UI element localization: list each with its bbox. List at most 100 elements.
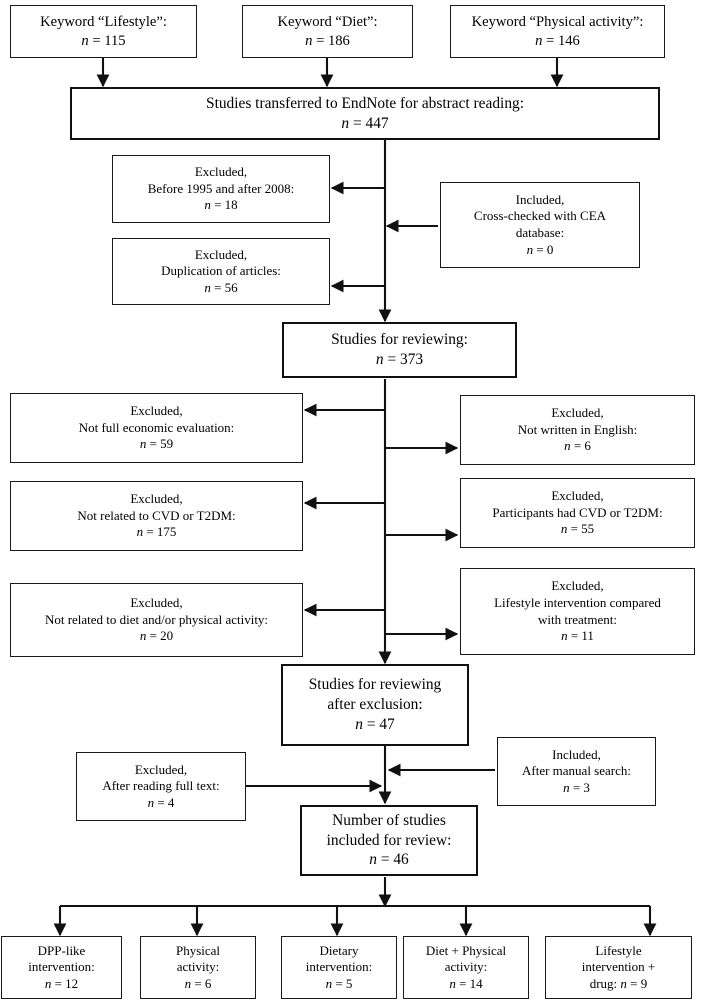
n-symbol: n — [147, 794, 155, 810]
n-symbol: n — [355, 715, 363, 733]
node-count: n = 115 — [81, 32, 125, 51]
n-symbol: n — [375, 351, 384, 368]
n-value: = 373 — [387, 351, 424, 368]
node-count: n = 5 — [326, 976, 353, 993]
n-value: = 11 — [570, 628, 594, 644]
node-excluded-not-cvd-t2dm[interactable]: Excluded, Not related to CVD or T2DM: n … — [10, 481, 303, 551]
node-line: Keyword “Diet”: — [277, 13, 378, 30]
n-symbol: n — [563, 779, 570, 795]
node-excluded-participants-cvd-t2dm[interactable]: Excluded, Participants had CVD or T2DM: … — [460, 478, 695, 548]
node-category-physical-activity[interactable]: Physical activity: n = 6 — [140, 936, 256, 999]
node-excluded-duplication[interactable]: Excluded, Duplication of articles: n = 5… — [112, 238, 330, 305]
n-symbol: n — [184, 975, 192, 991]
node-excluded-years[interactable]: Excluded, Before 1995 and after 2008: n … — [112, 155, 330, 223]
node-line: DPP-like — [37, 942, 86, 958]
n-value: = 5 — [335, 975, 353, 991]
node-number-included-for-review[interactable]: Number of studies included for review: n… — [300, 805, 478, 876]
node-line: Cross-checked with CEA — [473, 208, 607, 224]
node-line: Lifestyle intervention compared — [494, 594, 661, 610]
node-line: Lifestyle — [595, 942, 642, 958]
node-line: Included, — [552, 746, 601, 762]
node-line: Excluded, — [130, 403, 183, 419]
node-line: Excluded, — [551, 578, 604, 594]
n-value: = 0 — [536, 241, 554, 257]
node-count: n = 20 — [140, 628, 173, 645]
node-excluded-not-diet-pa[interactable]: Excluded, Not related to diet and/or phy… — [10, 583, 303, 657]
node-excluded-compared-treatment[interactable]: Excluded, Lifestyle intervention compare… — [460, 568, 695, 655]
node-line: Number of studies — [332, 811, 446, 829]
node-count: n = 146 — [535, 32, 580, 51]
n-value: = 14 — [459, 975, 483, 991]
node-line: Excluded, — [551, 488, 604, 504]
node-line: Excluded, — [130, 491, 183, 507]
n-symbol: n — [305, 32, 313, 49]
n-value: = 18 — [214, 197, 238, 213]
node-line: Included, — [515, 191, 565, 207]
n-value: = 4 — [157, 794, 175, 810]
node-line: Excluded, — [194, 246, 248, 262]
node-endnote-transfer[interactable]: Studies transferred to EndNote for abstr… — [70, 87, 660, 140]
node-count: n = 373 — [376, 350, 423, 370]
node-line: intervention: — [305, 959, 373, 975]
n-symbol: n — [564, 438, 571, 454]
n-symbol: n — [44, 975, 52, 991]
node-line: database: — [515, 225, 565, 240]
node-line: After manual search: — [521, 763, 631, 779]
node-excluded-not-english[interactable]: Excluded, Not written in English: n = 6 — [460, 395, 695, 465]
node-count: n = 11 — [561, 628, 594, 645]
node-line: activity: — [176, 959, 220, 975]
node-count: n = 3 — [563, 780, 590, 797]
node-keyword-lifestyle[interactable]: Keyword “Lifestyle”: n = 115 — [10, 5, 197, 58]
n-value: = 59 — [149, 436, 174, 452]
node-line: Before 1995 and after 2008: — [147, 180, 295, 196]
node-category-diet-plus-physical-activity[interactable]: Diet + Physical activity: n = 14 — [403, 936, 529, 999]
node-line: activity: — [444, 959, 488, 975]
node-category-lifestyle-plus-drug[interactable]: Lifestyle intervention + drug: n = 9 — [545, 936, 692, 999]
node-line: included for review: — [326, 831, 452, 849]
n-value: = 3 — [572, 779, 590, 795]
node-category-dpp-like[interactable]: DPP-like intervention: n = 12 — [1, 936, 122, 999]
n-symbol: n — [139, 628, 147, 644]
n-value: = 20 — [149, 628, 174, 644]
node-count: n = 0 — [527, 242, 554, 259]
node-line: Studies for reviewing: — [331, 331, 468, 349]
n-value: = 12 — [54, 975, 79, 991]
n-value: = 115 — [92, 32, 126, 49]
node-line: Excluded, — [194, 164, 248, 180]
n-value: = 56 — [214, 279, 238, 295]
node-keyword-physical-activity[interactable]: Keyword “Physical activity”: n = 146 — [450, 5, 665, 58]
n-symbol: n — [535, 32, 543, 49]
node-count: n = 447 — [341, 114, 388, 134]
node-line: Keyword “Lifestyle”: — [40, 13, 167, 30]
node-included-manual-search[interactable]: Included, After manual search: n = 3 — [497, 737, 656, 806]
n-symbol: n — [81, 32, 89, 49]
n-value: = 146 — [546, 32, 580, 49]
node-count: drug: n = 9 — [590, 976, 648, 993]
node-line: Studies for reviewing — [308, 676, 442, 694]
node-line: Excluded, — [551, 405, 604, 421]
n-symbol: n — [369, 851, 377, 869]
n-symbol: n — [526, 241, 534, 257]
n-symbol: n — [561, 628, 568, 644]
n-value: = 175 — [146, 524, 177, 540]
n-symbol: n — [560, 521, 568, 537]
n-value: = 447 — [352, 114, 389, 132]
node-included-cea[interactable]: Included, Cross-checked with CEA databas… — [440, 182, 640, 268]
node-line: Participants had CVD or T2DM: — [492, 504, 663, 520]
node-line: Not written in English: — [517, 421, 638, 437]
node-line: Studies transferred to EndNote for abstr… — [206, 94, 524, 112]
node-keyword-diet[interactable]: Keyword “Diet”: n = 186 — [242, 5, 413, 58]
node-excluded-after-full-text[interactable]: Excluded, After reading full text: n = 4 — [76, 752, 246, 821]
n-symbol: n — [449, 975, 456, 991]
node-line: Keyword “Physical activity”: — [471, 13, 644, 30]
node-count: n = 47 — [355, 715, 394, 735]
node-count: n = 55 — [561, 521, 594, 538]
n-value: = 47 — [366, 715, 395, 733]
node-studies-for-reviewing[interactable]: Studies for reviewing: n = 373 — [282, 322, 517, 378]
n-value: = 55 — [570, 521, 595, 537]
node-category-dietary[interactable]: Dietary intervention: n = 5 — [281, 936, 397, 999]
node-count: n = 59 — [140, 436, 173, 453]
node-studies-after-exclusion[interactable]: Studies for reviewing after exclusion: n… — [281, 664, 469, 746]
node-excluded-not-full-economic[interactable]: Excluded, Not full economic evaluation: … — [10, 393, 303, 463]
node-line: Not related to CVD or T2DM: — [77, 507, 236, 523]
